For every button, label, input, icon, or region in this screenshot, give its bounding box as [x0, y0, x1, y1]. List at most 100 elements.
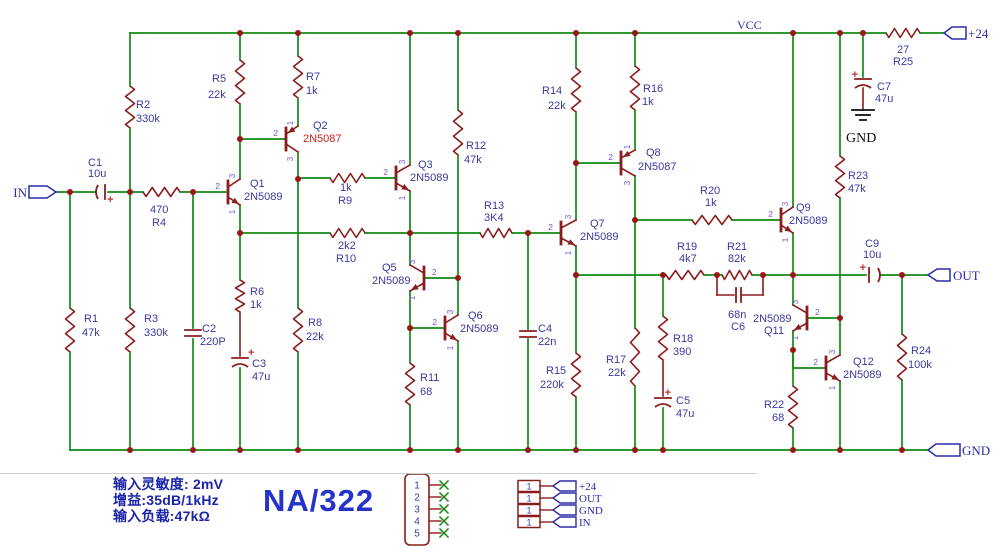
Q7-pin-bottom: 1 [564, 250, 573, 255]
C1-value: 10u [88, 168, 106, 180]
conn5-pin-4: 4 [414, 517, 420, 528]
Q3-pin-base: 2 [383, 167, 388, 177]
Q1-pin-bottom: 1 [228, 209, 237, 214]
Q12-pin-top: 3 [828, 349, 837, 354]
Q9-pin-base: 2 [768, 209, 773, 219]
Q8-value: 2N5087 [638, 161, 677, 173]
R7-ref: R7 [306, 71, 320, 83]
C9-ref: C9 [865, 238, 879, 250]
Q8-pin-top: 1 [623, 144, 632, 149]
C9-value: 10u [863, 249, 881, 261]
R21-ref: R21 [727, 241, 747, 253]
port-GND[interactable]: GND [926, 443, 990, 458]
Q7-value: 2N5089 [580, 231, 619, 243]
Q11-pin-top: 3 [791, 299, 800, 304]
junction-dots [67, 30, 905, 453]
Q12-ref: Q12 [853, 356, 874, 368]
conn4-pin-number: 1 [526, 482, 531, 492]
conn4-pin-number: 1 [526, 518, 531, 528]
R23-ref: R23 [848, 170, 868, 182]
Q9-value: 2N5089 [789, 215, 828, 227]
C3-value: 47u [252, 371, 270, 383]
R10-ref: R10 [336, 253, 356, 265]
R4-value: 470 [150, 204, 168, 216]
C3-ref: C3 [252, 358, 266, 370]
C2-value: 220P [200, 336, 226, 348]
port-OUT[interactable]: OUT [926, 268, 980, 283]
port-label-OUT: OUT [953, 268, 980, 283]
R16-ref: R16 [643, 83, 663, 95]
C7-value: 47u [875, 93, 893, 105]
C7-ref: C7 [877, 81, 891, 93]
Q12-value: 2N5089 [843, 369, 882, 381]
C7-polarity-plus: + [852, 69, 858, 81]
conn4-net-label-+24: +24 [579, 481, 597, 493]
R11-value: 68 [420, 386, 432, 398]
Q1-pin-base: 2 [215, 181, 220, 191]
Q2-value: 2N5087 [303, 133, 342, 145]
Q1-pin-top: 3 [228, 173, 237, 178]
R8-value: 22k [306, 331, 324, 343]
R17-ref: R17 [606, 354, 626, 366]
port-IN[interactable]: IN [13, 185, 58, 200]
vcc-net-label: VCC [737, 18, 762, 32]
Q9-pin-bottom: 1 [781, 237, 790, 242]
connector-4pin-row-p24[interactable]: 1 +24 [517, 479, 597, 494]
port-p24[interactable]: +24 [942, 26, 989, 41]
Q6-pin-top: 3 [446, 309, 455, 314]
R25-ref: R25 [893, 56, 913, 68]
R22-value: 68 [772, 412, 784, 424]
R9-value: 1k [340, 182, 352, 194]
R9-ref: R9 [338, 195, 352, 207]
